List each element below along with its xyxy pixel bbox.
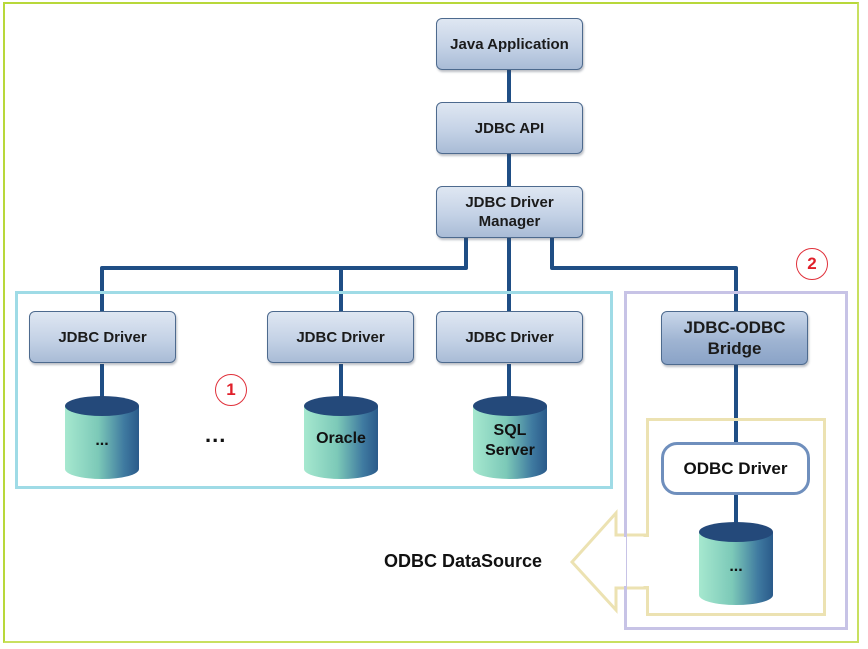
jdbc-driver-label-1: JDBC Driver bbox=[58, 328, 147, 346]
driver-manager-label-2: Manager bbox=[478, 213, 541, 230]
odbc-driver-label: ODBC Driver bbox=[683, 458, 788, 478]
database-icon bbox=[699, 522, 773, 605]
bridge-group bbox=[624, 291, 848, 630]
more-drivers-ellipsis: ... bbox=[205, 422, 227, 447]
database-icon bbox=[65, 396, 139, 479]
database-cylinder-sqlserver[interactable]: SQL Server bbox=[472, 395, 548, 480]
jdbc-driver-label-3: JDBC Driver bbox=[465, 328, 554, 346]
database-icon bbox=[473, 396, 547, 479]
jdbc-driver-node-3[interactable]: JDBC Driver bbox=[436, 311, 583, 363]
odbc-datasource-label: ODBC DataSource bbox=[384, 551, 543, 571]
odbc-datasource-group bbox=[646, 418, 826, 616]
database-label-oracle: Oracle bbox=[316, 430, 366, 447]
database-label-1: ... bbox=[95, 432, 109, 449]
database-icon bbox=[304, 396, 378, 479]
database-cylinder-oracle[interactable]: Oracle bbox=[303, 395, 379, 480]
group-marker-2: 2 bbox=[796, 248, 828, 280]
jdbc-api-label: JDBC API bbox=[474, 119, 545, 137]
java-application-label: Java Application bbox=[450, 35, 569, 53]
java-application-node[interactable]: Java Application bbox=[436, 18, 583, 70]
database-label-sql: SQL bbox=[493, 422, 527, 439]
jdbc-odbc-bridge-node[interactable]: JDBC-ODBC Bridge bbox=[661, 311, 808, 365]
group-marker-1: 1 bbox=[215, 374, 247, 406]
odbc-driver-node[interactable]: ODBC Driver bbox=[661, 442, 810, 495]
wire-manager-driver1 bbox=[100, 238, 468, 312]
jdbc-driver-node-2[interactable]: JDBC Driver bbox=[267, 311, 414, 363]
driver-manager-node[interactable]: JDBC Driver Manager bbox=[436, 186, 583, 238]
database-label-odbc: ... bbox=[729, 558, 743, 575]
bridge-label-1: JDBC-ODBC bbox=[683, 318, 786, 337]
jdbc-driver-label-2: JDBC Driver bbox=[296, 328, 385, 346]
bridge-label-2: Bridge bbox=[707, 339, 762, 358]
jdbc-api-node[interactable]: JDBC API bbox=[436, 102, 583, 154]
driver-manager-label-1: JDBC Driver bbox=[465, 194, 554, 211]
database-cylinder-odbc[interactable]: ... bbox=[698, 521, 774, 606]
diagram-frame bbox=[3, 2, 859, 643]
database-label-server: Server bbox=[485, 442, 535, 459]
native-drivers-group bbox=[15, 291, 613, 489]
wire-manager-bridge bbox=[550, 238, 738, 312]
jdbc-driver-node-1[interactable]: JDBC Driver bbox=[29, 311, 176, 363]
database-cylinder-1[interactable]: ... bbox=[64, 395, 140, 480]
